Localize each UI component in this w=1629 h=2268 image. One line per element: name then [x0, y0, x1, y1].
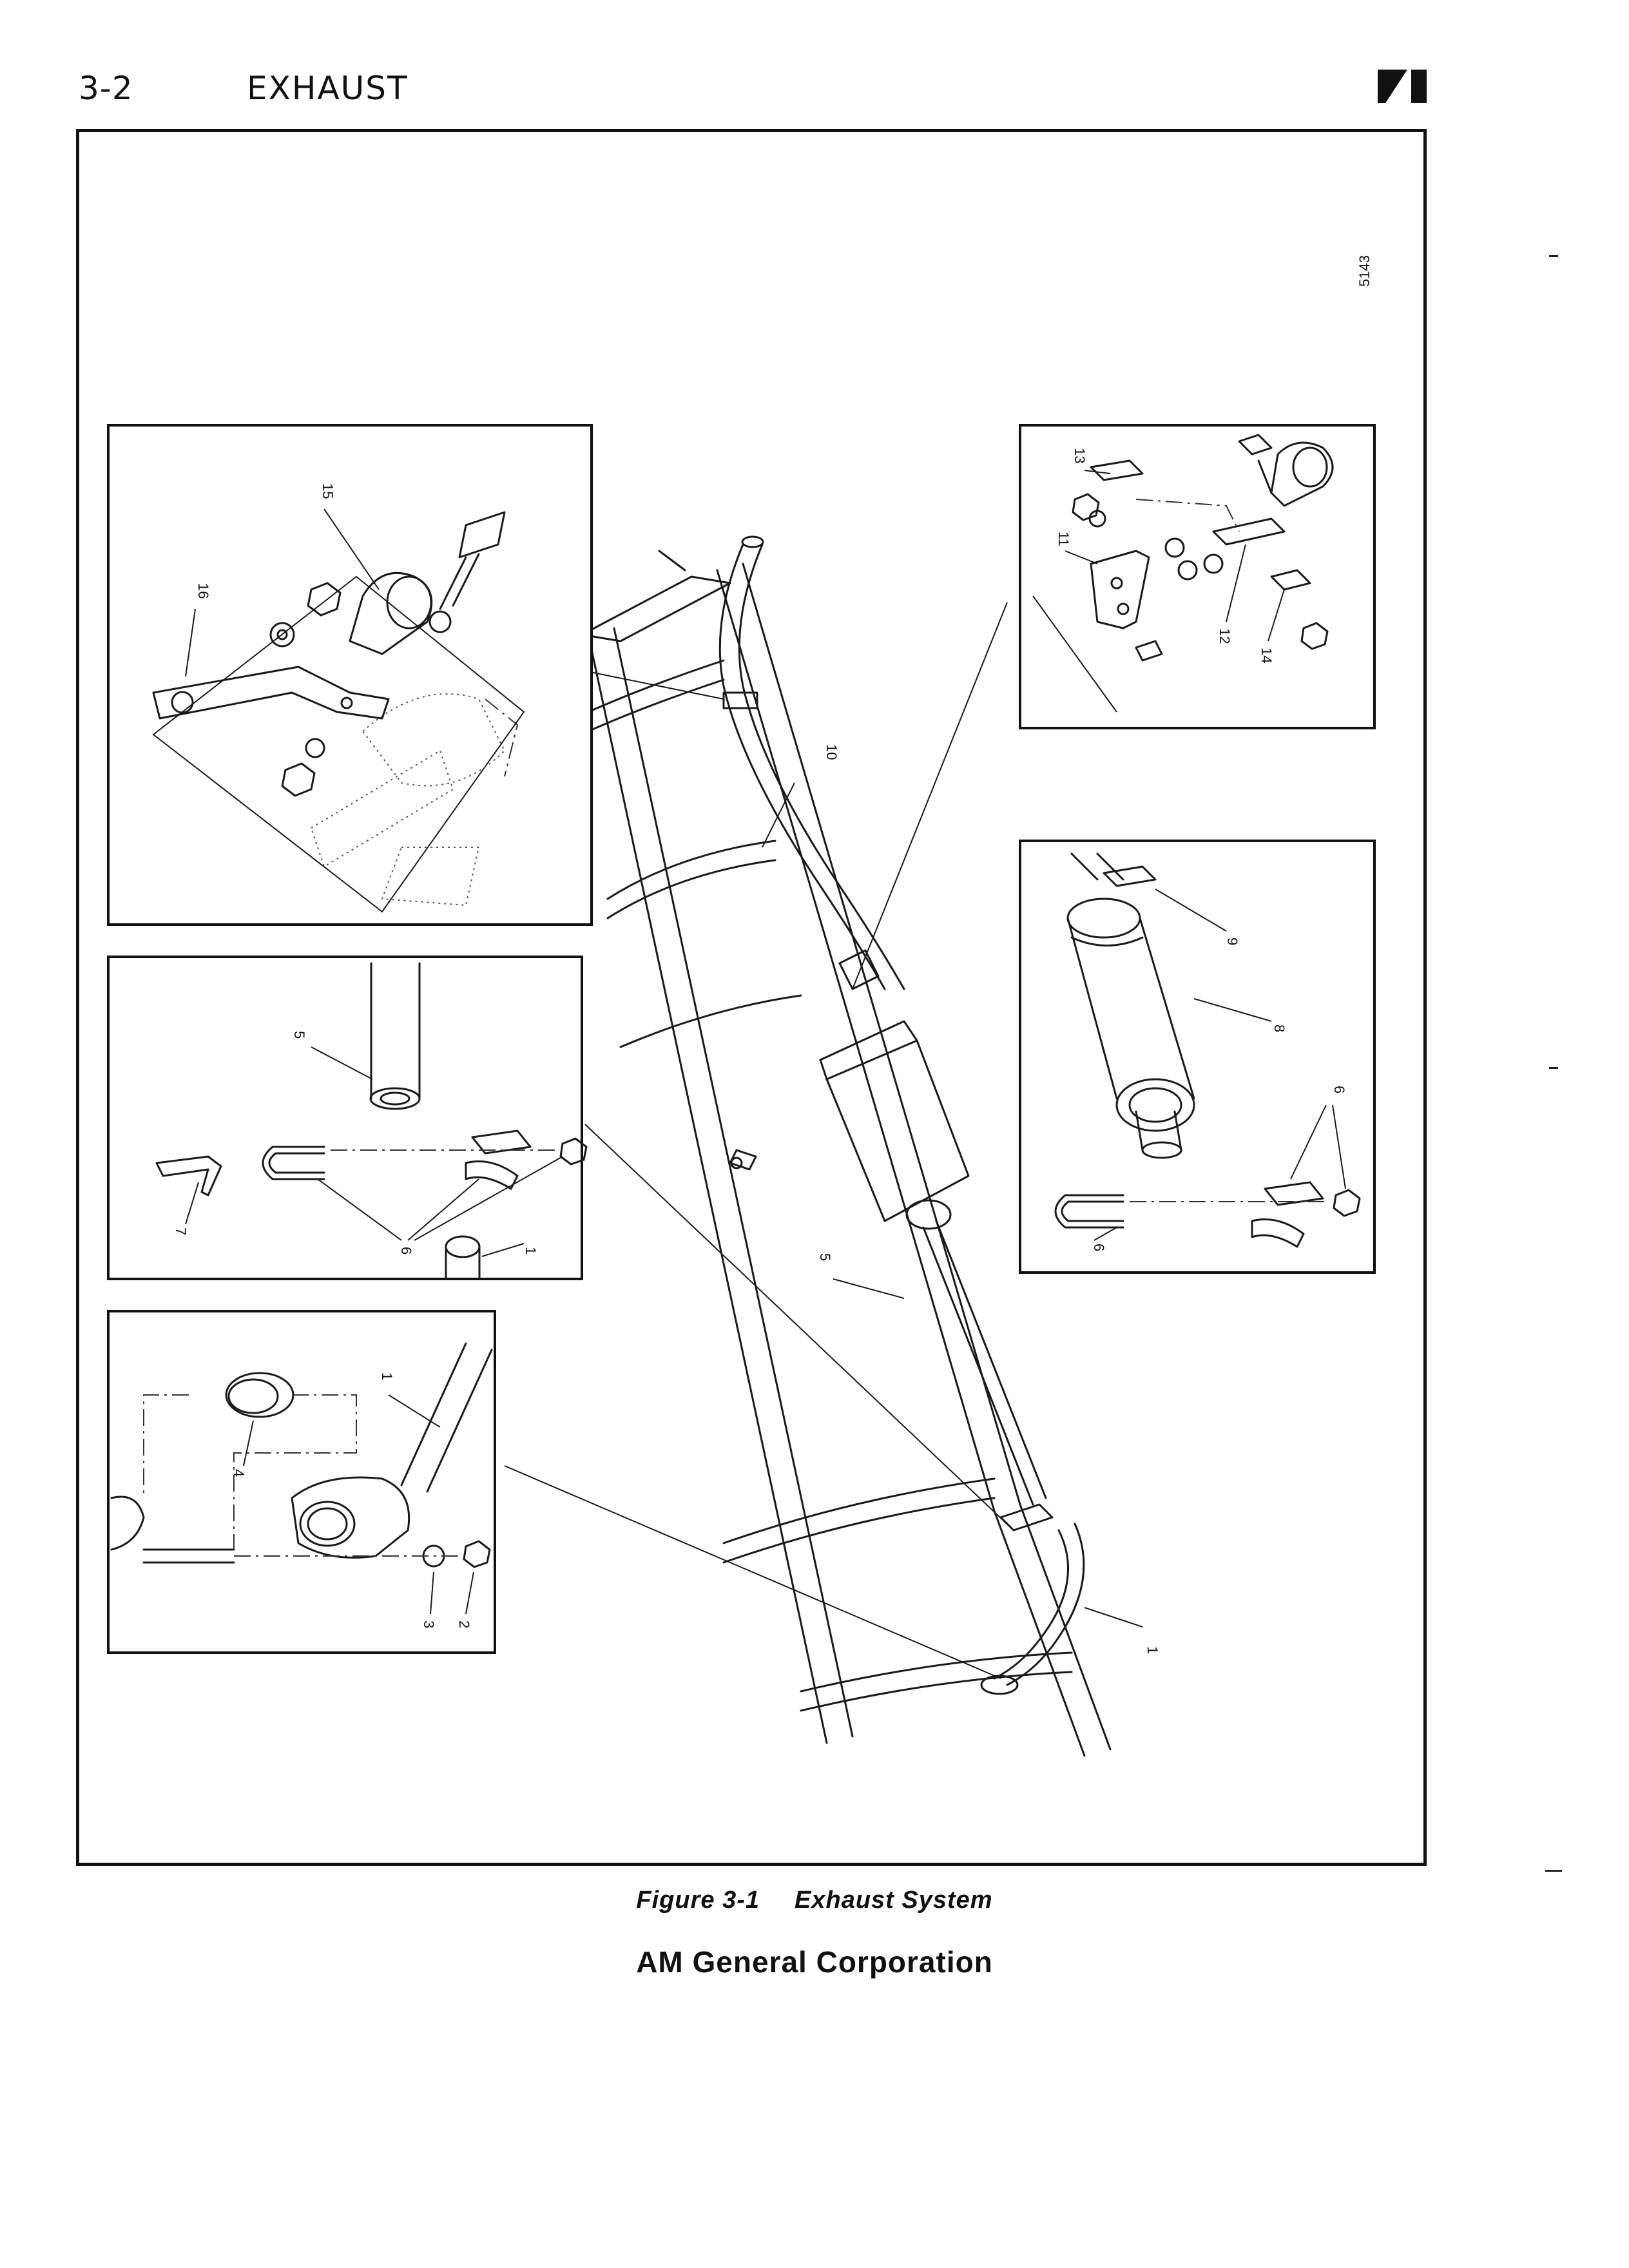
callout-1-inset: 1	[523, 1247, 539, 1254]
callout-6-right-bottom: 6	[1091, 1244, 1107, 1251]
inset-muffler: 9 8 6 6	[1019, 840, 1376, 1274]
figure-frame: 5143	[76, 129, 1427, 1866]
logo-wedge	[1378, 70, 1407, 103]
figure-caption: Figure 3-1 Exhaust System	[0, 1887, 1629, 1914]
exhaust-pipe-assembly	[718, 535, 1085, 1695]
callout-11: 11	[1055, 532, 1072, 546]
margin-tick	[1549, 255, 1558, 257]
inset-manifold-connection: 1 4 3 2	[107, 1310, 496, 1654]
inset-leader-lines	[485, 602, 1014, 1679]
callout-15: 15	[320, 483, 336, 499]
callout-8: 8	[1271, 1024, 1287, 1032]
margin-tick	[1545, 1870, 1562, 1872]
callout-16: 16	[195, 583, 211, 599]
callout-1-lower: 1	[379, 1372, 395, 1380]
page-number: 3-2	[79, 70, 133, 107]
inset-hanger-insulator: 13 11 12 14	[1019, 424, 1376, 729]
callout-14: 14	[1258, 648, 1275, 663]
callout-2: 2	[456, 1620, 472, 1628]
publisher-name: AM General Corporation	[636, 1945, 993, 1979]
inset-pipe-clamp: 5 7 6 1	[107, 956, 588, 1280]
callout-6-inset: 6	[398, 1247, 414, 1254]
callout-1-main: 1	[1144, 1646, 1161, 1654]
callout-7: 7	[173, 1227, 189, 1235]
callout-13: 13	[1072, 448, 1088, 463]
callout-5-inset: 5	[291, 1031, 307, 1039]
logo-bar	[1411, 70, 1427, 103]
callout-5-main: 5	[817, 1253, 833, 1261]
callout-6-right-top: 6	[1331, 1086, 1347, 1093]
inset-hanger-bracket: 16 15	[107, 424, 593, 926]
exhaust-system-illustration: 5143	[107, 255, 1376, 1757]
figure-number: Figure 3-1	[636, 1887, 760, 1914]
section-title: EXHAUST	[247, 70, 409, 107]
margin-tick	[1549, 1067, 1558, 1069]
callout-4: 4	[231, 1469, 247, 1477]
publisher-logo	[1378, 70, 1427, 103]
figure-title: Exhaust System	[795, 1887, 993, 1914]
callout-3: 3	[421, 1620, 437, 1628]
drawing-id: 5143	[1356, 255, 1373, 287]
callout-9: 9	[1224, 937, 1240, 945]
callout-10: 10	[824, 744, 840, 760]
callout-12: 12	[1217, 628, 1233, 644]
